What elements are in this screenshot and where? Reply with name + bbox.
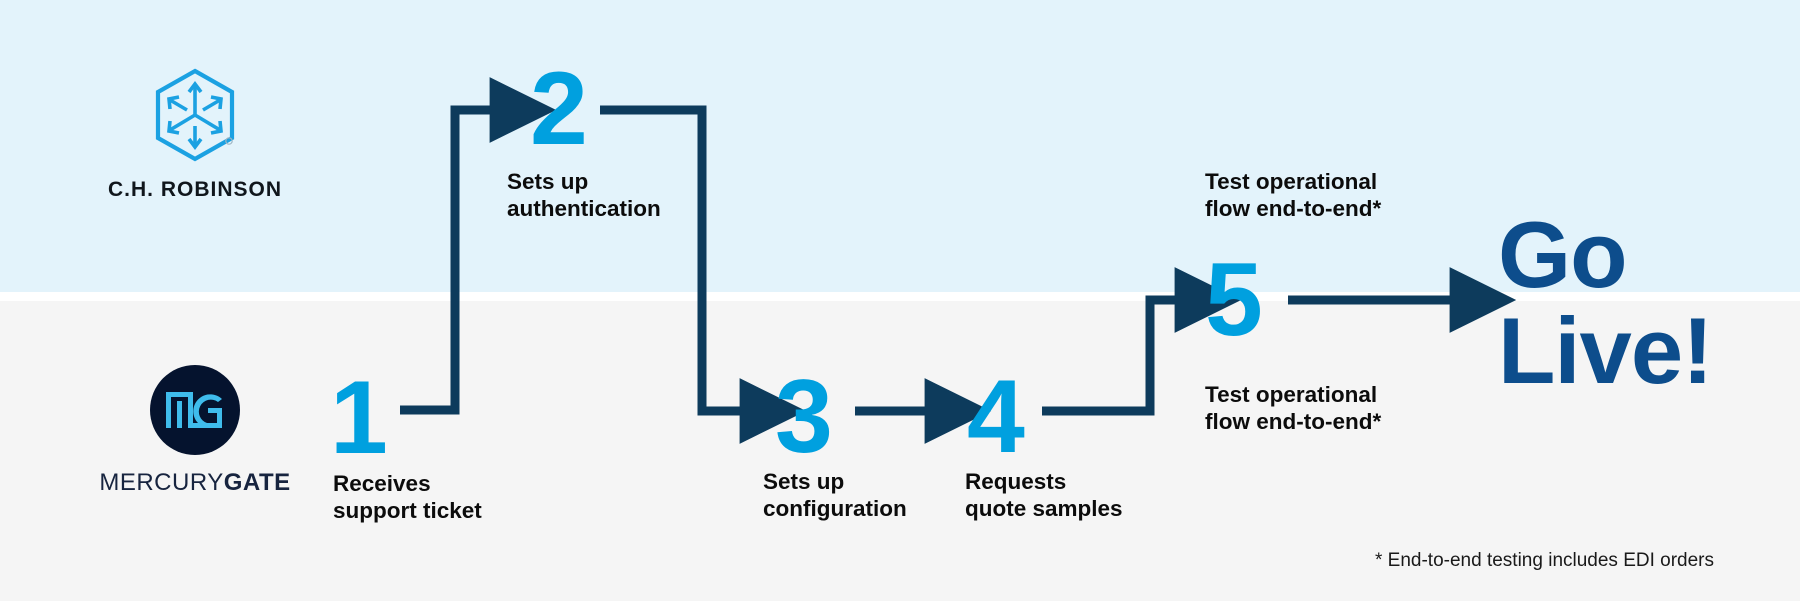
step-number-2: 2 <box>530 51 588 167</box>
lane-bottom-mercurygate <box>0 301 1800 601</box>
lane-top-ch-robinson <box>0 0 1800 292</box>
mercurygate-wordmark-bold: GATE <box>223 469 291 496</box>
edge-2-to-3 <box>600 105 807 444</box>
ch-robinson-logo: C.H. ROBINSON <box>95 68 295 202</box>
hexagon-arrows-icon <box>155 68 235 162</box>
go-live-label: Go Live! <box>1498 202 1713 403</box>
step-label-2: Sets up authentication <box>507 169 661 222</box>
step-number-3: 3 <box>775 359 833 475</box>
step-label-3: Sets up configuration <box>763 469 907 522</box>
lane-divider <box>0 292 1800 301</box>
step-number-5: 5 <box>1205 242 1263 358</box>
step-label-5-bottom: Test operational flow end-to-end* <box>1205 382 1382 435</box>
edge-1-to-2 <box>400 77 557 415</box>
step-number-4: 4 <box>967 359 1025 475</box>
footnote: * End-to-end testing includes EDI orders <box>1375 550 1715 571</box>
mercurygate-wordmark: MERCURYGATE <box>95 469 295 497</box>
mg-monogram-icon <box>166 392 222 428</box>
mercurygate-disc <box>150 365 240 455</box>
step-label-5-top: Test operational flow end-to-end* <box>1205 169 1382 222</box>
step-label-1: Receives support ticket <box>333 471 482 524</box>
mercurygate-wordmark-light: MERCURY <box>99 469 224 496</box>
registered-mark-icon <box>225 137 233 145</box>
step-number-1: 1 <box>330 360 388 476</box>
mercurygate-logo: MERCURYGATE <box>95 365 295 497</box>
ch-robinson-wordmark: C.H. ROBINSON <box>107 178 282 201</box>
step-label-4: Requests quote samples <box>965 469 1123 522</box>
edge-4-to-5 <box>1042 267 1242 416</box>
